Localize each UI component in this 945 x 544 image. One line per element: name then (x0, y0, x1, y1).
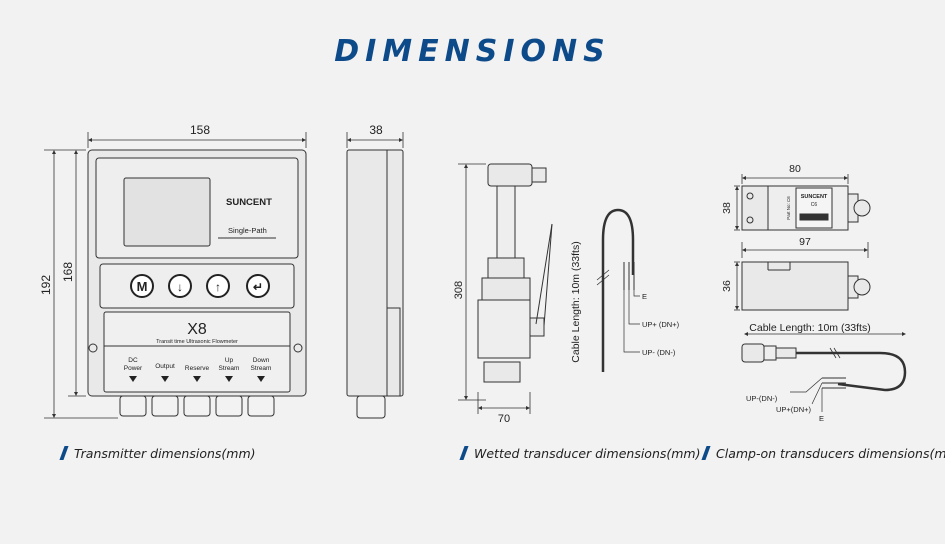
clampon-top-height-label: 38 (721, 202, 733, 214)
clampon-wire-e: E (819, 414, 824, 423)
terminal-label: Output (155, 363, 175, 370)
transmitter-inner-height-label: 168 (61, 262, 75, 282)
keypad-button-enter[interactable]: ↵ (246, 274, 270, 298)
wetted-wire-down: UP- (DN-) (642, 348, 676, 357)
terminal-label: Down (253, 357, 270, 364)
clampon-top-view (734, 174, 871, 231)
keypad-button-down[interactable]: ↓ (168, 274, 192, 298)
transmitter-side-view (346, 132, 404, 419)
transmitter-outer-height-label: 192 (39, 275, 53, 295)
wetted-width-label: 70 (498, 413, 510, 425)
wetted-cable-label: Cable Length: 10m (33fts) (570, 241, 582, 362)
page-title: DIMENSIONS (334, 34, 611, 69)
wetted-transducer (458, 163, 640, 414)
clampon-model: C6 (811, 202, 818, 208)
transmitter-front-view (87, 149, 307, 417)
clampon-bottom-height-label: 36 (721, 280, 733, 292)
transmitter-brand: SUNCENT (226, 197, 272, 208)
transmitter-caption: Transmitter dimensions(mm) (59, 446, 256, 461)
clampon-side-view (734, 242, 871, 311)
clampon-top-width-label: 80 (789, 163, 801, 175)
transmitter-side-width-label: 38 (369, 123, 383, 137)
transmitter-width-label: 158 (190, 123, 210, 137)
clampon-cable-label: Cable Length: 10m (33fts) (749, 322, 870, 334)
wetted-wire-e: E (642, 292, 647, 301)
down-arrow-key-icon: ↓ (177, 280, 183, 294)
terminal-label: Power (124, 365, 143, 372)
terminal-label: Up (225, 357, 234, 364)
terminal-label: Reserve (185, 365, 210, 372)
clampon-caption: Clamp-on transducers dimensions(mm) (701, 446, 945, 461)
keypad: M ↓ ↑ ↵ (130, 274, 270, 298)
terminal-labels: DC Power Output Reserve Up Stream Down S… (124, 357, 272, 372)
wetted-height-label: 308 (453, 281, 465, 299)
terminal-label: DC (128, 357, 138, 364)
cable-glands (119, 395, 275, 417)
clampon-wire-up: UP+(DN+) (776, 405, 812, 414)
terminal-label: Stream (251, 365, 272, 372)
terminal-label: Stream (219, 365, 240, 372)
m-key-icon: M (137, 279, 148, 294)
transmitter-subtitle: Transit time Ultrasonic Flowmeter (156, 339, 238, 345)
keypad-button-up[interactable]: ↑ (206, 274, 230, 298)
transmitter-model: X8 (187, 321, 207, 338)
display-screen (123, 177, 211, 247)
enter-key-icon: ↵ (253, 280, 263, 294)
transmitter-mode: Single-Path (228, 226, 267, 235)
clampon-wire-down: UP-(DN-) (746, 394, 778, 403)
wetted-caption: Wetted transducer dimensions(mm) (459, 446, 701, 461)
keypad-button-m[interactable]: M (130, 274, 154, 298)
clampon-cable (741, 332, 907, 412)
clampon-part-number: Part No: C6 (786, 196, 791, 220)
terminal-arrows (129, 376, 265, 382)
clampon-bottom-width-label: 97 (799, 236, 811, 248)
wetted-wire-up: UP+ (DN+) (642, 320, 680, 329)
clampon-brand: SUNCENT (801, 194, 828, 200)
up-arrow-key-icon: ↑ (215, 280, 221, 294)
